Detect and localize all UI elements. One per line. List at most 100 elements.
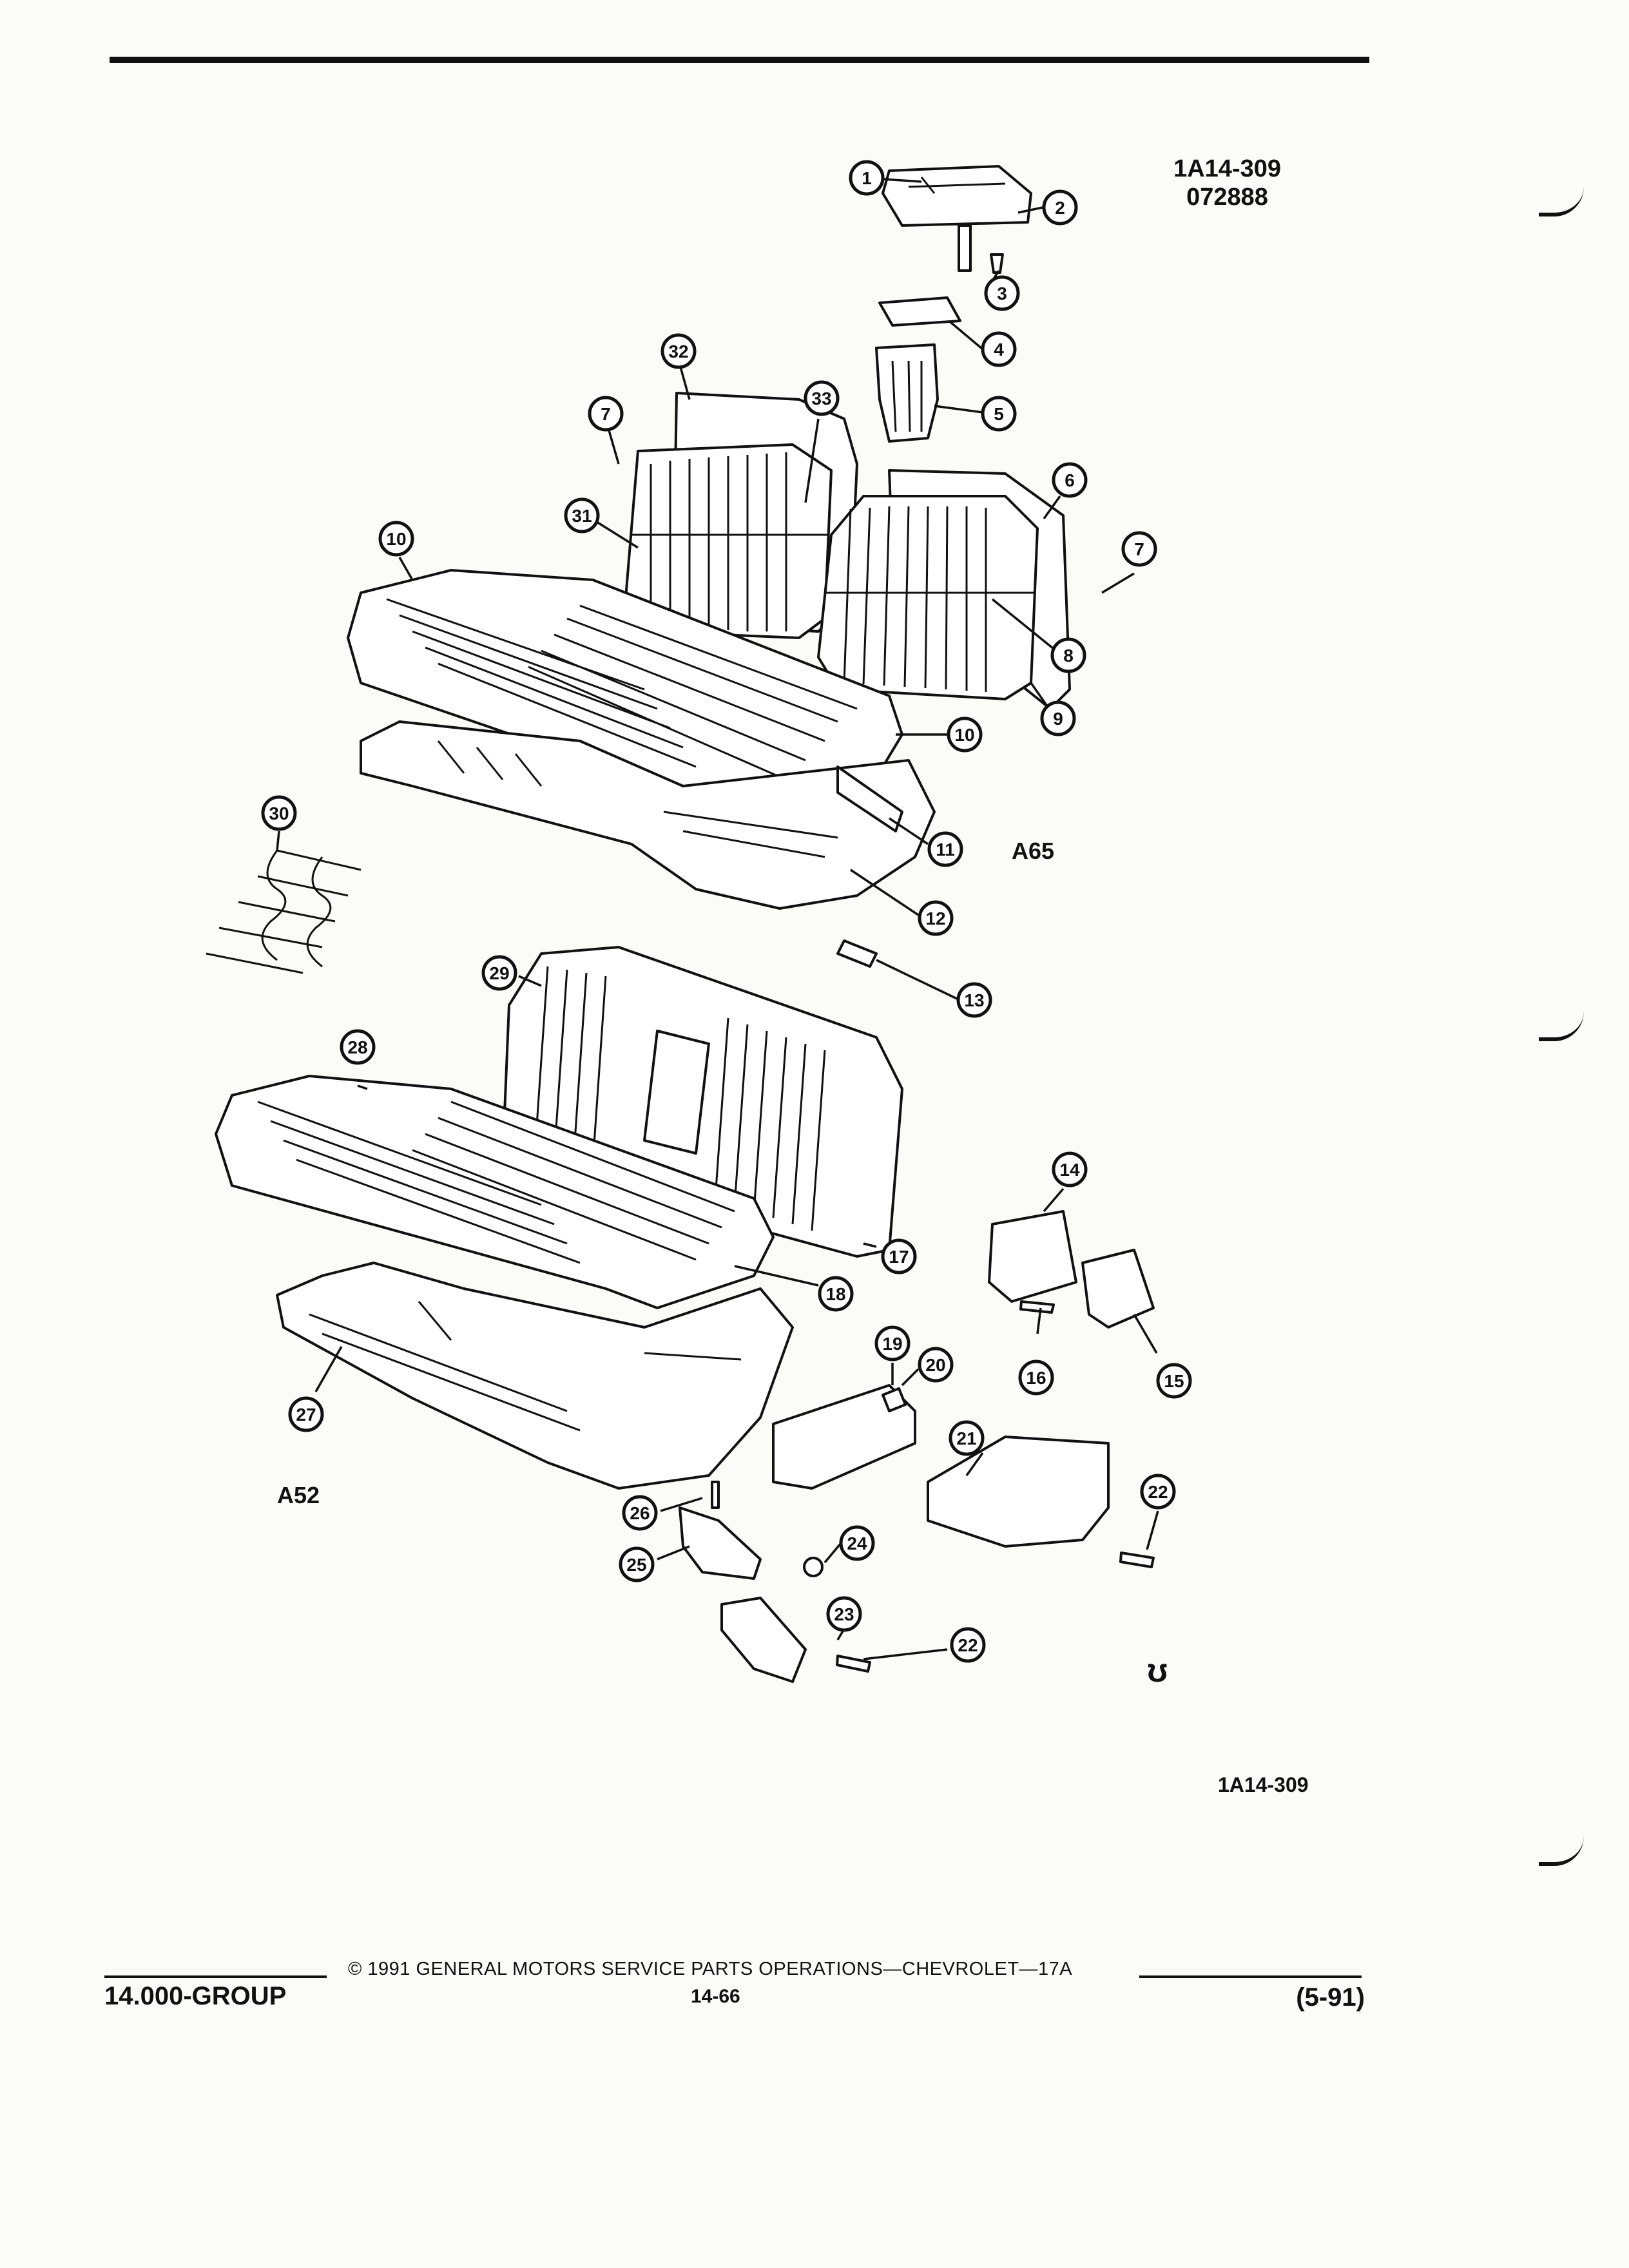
footer-rule-left <box>104 1975 327 1978</box>
callout-8: 8 <box>1050 637 1086 673</box>
svg-text:10: 10 <box>954 725 974 745</box>
guide-part-5 <box>875 343 939 443</box>
callout-27: 27 <box>288 1396 324 1432</box>
svg-text:7: 7 <box>1134 539 1144 559</box>
svg-text:22: 22 <box>958 1635 978 1655</box>
svg-text:21: 21 <box>956 1428 976 1448</box>
seatback-cushion-31 <box>624 443 833 639</box>
binder-mark-2 <box>1539 1012 1584 1041</box>
armrest-part-19 <box>772 1384 916 1490</box>
svg-text:7: 7 <box>601 404 611 424</box>
svg-text:27: 27 <box>296 1405 316 1425</box>
screw-part-26 <box>711 1481 720 1509</box>
seat-frame-upper-12 <box>360 720 936 910</box>
stud-part-13 <box>836 939 878 968</box>
svg-text:2: 2 <box>1055 198 1065 218</box>
svg-text:3: 3 <box>997 284 1007 303</box>
callout-3: 3 <box>984 275 1020 311</box>
callout-5: 5 <box>981 396 1017 432</box>
callout-25: 25 <box>619 1546 655 1582</box>
figure-code: 1A14-309 <box>1173 155 1281 182</box>
callout-13: 13 <box>956 982 992 1018</box>
footer-rule-right <box>1139 1975 1362 1978</box>
callout-14: 14 <box>1052 1151 1088 1187</box>
screw-part-3 <box>990 253 1004 274</box>
svg-text:32: 32 <box>668 341 688 361</box>
callout-11: 11 <box>927 831 963 867</box>
callout-17: 17 <box>881 1238 917 1274</box>
callout-21: 21 <box>949 1420 985 1456</box>
svg-text:25: 25 <box>626 1555 646 1575</box>
svg-text:8: 8 <box>1063 646 1074 666</box>
callout-4: 4 <box>981 331 1017 367</box>
callout-30: 30 <box>261 795 297 831</box>
callout-9: 9 <box>1040 700 1076 736</box>
svg-text:20: 20 <box>925 1355 945 1375</box>
variant-label-lower: A52 <box>277 1482 320 1508</box>
binder-mark-1 <box>1539 187 1584 216</box>
svg-text:15: 15 <box>1164 1371 1184 1391</box>
copyright-line: © 1991 GENERAL MOTORS SERVICE PARTS OPER… <box>348 1959 1073 1979</box>
callout-7a: 7 <box>588 396 624 432</box>
callout-33: 33 <box>804 380 840 416</box>
bracket-part-25 <box>679 1506 762 1580</box>
svg-text:14: 14 <box>1059 1160 1080 1180</box>
figure-date-code: 072888 <box>1186 184 1268 211</box>
cover-part-15 <box>1081 1249 1155 1329</box>
callout-26: 26 <box>622 1495 658 1531</box>
seatback-cushion-9 <box>817 495 1039 700</box>
svg-text:26: 26 <box>630 1503 650 1523</box>
binder-mark-3 <box>1539 1836 1584 1866</box>
svg-text:30: 30 <box>269 803 289 823</box>
svg-text:12: 12 <box>925 908 945 928</box>
callout-10a: 10 <box>378 521 414 557</box>
callout-23: 23 <box>826 1596 862 1632</box>
bracket-part-11 <box>836 765 903 832</box>
callout-12: 12 <box>918 900 954 936</box>
callout-31: 31 <box>564 497 600 533</box>
svg-text:13: 13 <box>964 990 984 1010</box>
gm-mark-icon: ʊ <box>1147 1652 1168 1689</box>
headrest-part <box>882 165 1032 272</box>
figure-code-bottom: 1A14-309 <box>1218 1773 1309 1796</box>
svg-text:28: 28 <box>347 1037 367 1057</box>
svg-text:16: 16 <box>1026 1368 1046 1388</box>
bracket-part-23 <box>720 1597 807 1683</box>
callout-29: 29 <box>481 955 517 991</box>
svg-text:1: 1 <box>862 168 872 188</box>
callout-18: 18 <box>818 1276 854 1312</box>
callout-16: 16 <box>1018 1360 1054 1396</box>
callout-2: 2 <box>1042 189 1078 226</box>
variant-label-upper: A65 <box>1012 838 1055 864</box>
callout-10b: 10 <box>947 716 983 753</box>
callout-28: 28 <box>340 1029 376 1065</box>
seat-cushion-lower-28 <box>215 1075 775 1309</box>
svg-text:19: 19 <box>882 1334 902 1354</box>
svg-text:4: 4 <box>994 340 1004 360</box>
svg-text:17: 17 <box>889 1247 909 1267</box>
bracket-part-21 <box>927 1436 1110 1548</box>
figure-id-block: 1A14-309 072888 <box>1173 155 1281 211</box>
svg-text:10: 10 <box>386 529 406 549</box>
nut-part-24 <box>803 1557 824 1577</box>
bezel-part-14 <box>988 1210 1077 1303</box>
callout-15: 15 <box>1156 1363 1192 1399</box>
svg-text:11: 11 <box>936 840 955 860</box>
callout-20: 20 <box>918 1347 954 1383</box>
screw-part-16 <box>1019 1300 1055 1314</box>
svg-text:29: 29 <box>489 963 509 983</box>
svg-text:33: 33 <box>811 389 831 408</box>
callout-22a: 22 <box>1140 1474 1176 1510</box>
svg-text:22: 22 <box>1148 1482 1168 1502</box>
svg-text:18: 18 <box>825 1284 845 1304</box>
seat-frame-lower-27 <box>276 1262 794 1490</box>
callout-7b: 7 <box>1121 531 1157 567</box>
callout-6: 6 <box>1052 462 1088 498</box>
svg-text:5: 5 <box>994 404 1004 424</box>
screw-part-22a <box>1119 1552 1155 1568</box>
svg-text:24: 24 <box>847 1533 867 1553</box>
revision-label: (5-91) <box>1296 1983 1365 2012</box>
callout-32: 32 <box>660 333 697 369</box>
callout-19: 19 <box>874 1325 911 1361</box>
